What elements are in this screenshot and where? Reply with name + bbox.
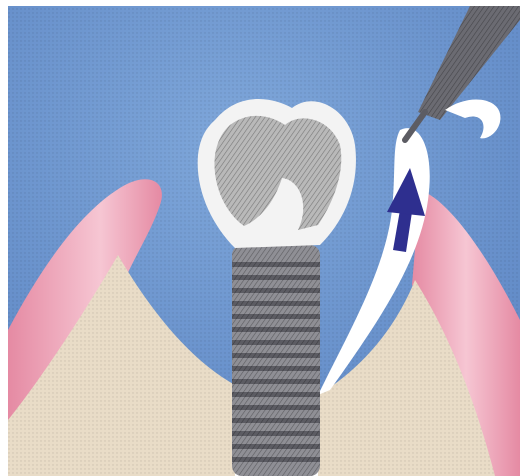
dental-implant-illustration [0, 0, 526, 476]
illustration-canvas [0, 0, 526, 476]
